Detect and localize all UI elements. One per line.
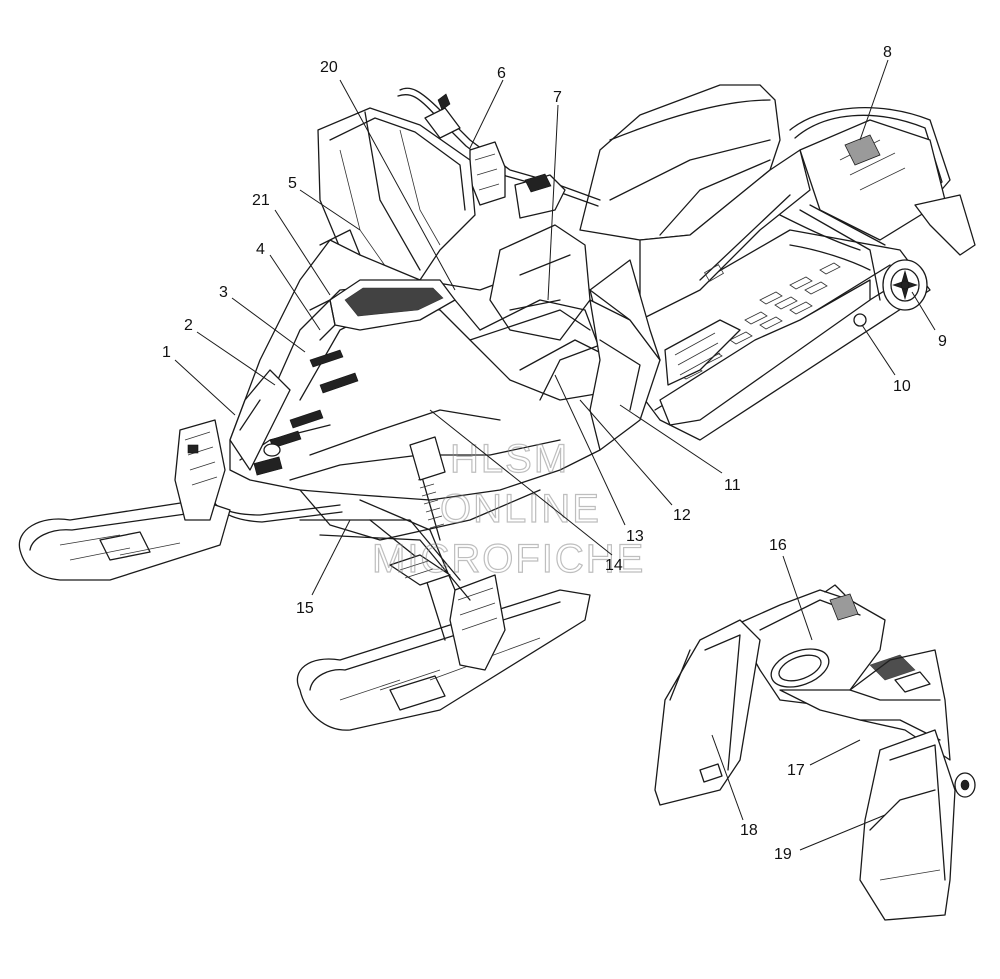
- watermark-line-2: ONLINE: [440, 487, 601, 531]
- callout-11: 11: [724, 477, 741, 494]
- detached-panels: [654, 584, 976, 921]
- callout-18: 18: [740, 822, 758, 839]
- rear-rack: [789, 107, 976, 256]
- callout-19: 19: [774, 846, 792, 863]
- callout-13: 13: [626, 528, 644, 545]
- windshield: [317, 107, 476, 291]
- right-ski: [296, 574, 591, 731]
- callout-3: 3: [219, 284, 228, 301]
- callout-8: 8: [883, 44, 892, 61]
- callout-5: 5: [288, 175, 297, 192]
- callout-17: 17: [787, 762, 805, 779]
- front-suspension: [299, 436, 471, 641]
- callout-9: 9: [938, 333, 947, 350]
- tunnel-and-track: [599, 229, 931, 441]
- callout-1: 1: [162, 344, 171, 361]
- callout-16: 16: [769, 537, 787, 554]
- bolt-10: [853, 313, 867, 327]
- callout-2: 2: [184, 317, 193, 334]
- callout-10: 10: [893, 378, 911, 395]
- callout-4: 4: [256, 241, 265, 258]
- hood: [229, 224, 661, 501]
- callout-12: 12: [673, 507, 691, 524]
- callout-15: 15: [296, 600, 314, 617]
- panel-18: [654, 619, 761, 806]
- callout-21: 21: [252, 192, 270, 209]
- callout-20: 20: [320, 59, 338, 76]
- seat: [579, 84, 811, 321]
- callout-6: 6: [497, 65, 506, 82]
- snowmobile-illustration: [18, 84, 976, 731]
- callout-labels: 1 2 3 4 5 6 7 8 9 10 11 12 13 14 15 16 1…: [162, 44, 947, 863]
- callout-7: 7: [553, 89, 562, 106]
- callout-14: 14: [605, 557, 623, 574]
- left-ski: [18, 419, 231, 581]
- panel-17: [779, 649, 951, 761]
- watermark-line-1: HLSM: [450, 437, 569, 481]
- panel-19: [859, 729, 956, 921]
- idler-wheel: [799, 204, 928, 311]
- leader-lines: [174, 59, 936, 851]
